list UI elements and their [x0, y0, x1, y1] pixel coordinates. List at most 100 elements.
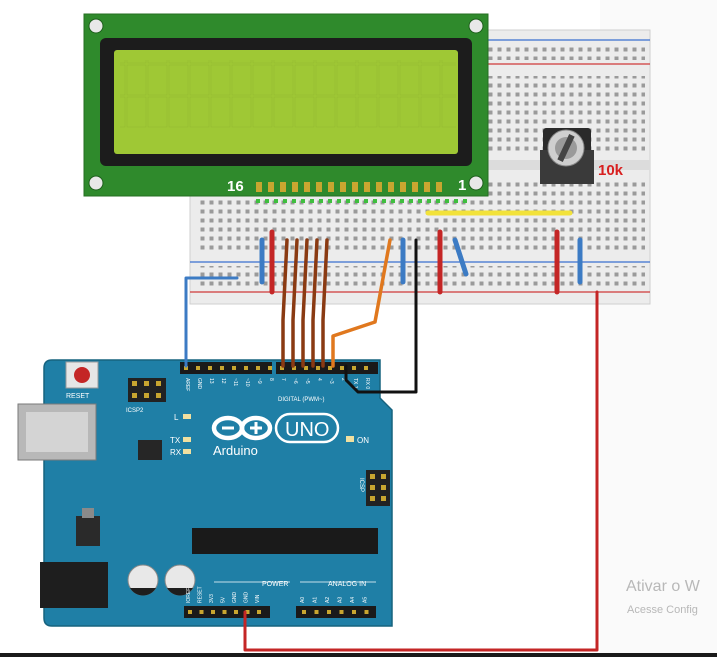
reset-label: RESET: [66, 393, 90, 400]
power-header: [184, 606, 270, 618]
header-pin: [304, 366, 308, 370]
lcd-pin-1-label: 1: [458, 177, 466, 194]
header-pin: [302, 610, 306, 614]
header-pin: [280, 366, 284, 370]
header-pin: [340, 366, 344, 370]
digital-header-left: [180, 362, 272, 374]
wire-brown-2: [291, 238, 299, 368]
pin-label: IOREF: [186, 588, 192, 603]
led-tx-label: TX: [170, 436, 181, 445]
lcd-pin-header: [256, 182, 442, 192]
wire-brown-1: [281, 238, 289, 368]
header-pin: [364, 610, 369, 614]
header-pin: [232, 366, 236, 370]
digital-pwm-label: DIGITAL (PWM~): [278, 397, 325, 403]
potentiometer-value-label: 10k: [598, 162, 624, 179]
header-pin: [268, 366, 272, 370]
breadboard-highlight-holes: [256, 199, 467, 203]
header-pin: [257, 610, 261, 614]
pin-label: ~11: [232, 378, 238, 386]
bottom-border: [0, 653, 717, 657]
wire-brown-4: [311, 238, 319, 368]
header-pin: [352, 366, 356, 370]
header-pin: [314, 610, 319, 614]
lcd-module: 16 1: [83, 13, 489, 197]
header-pin: [184, 366, 188, 370]
wire-blue-gnd: [184, 276, 239, 368]
header-pin: [316, 366, 320, 370]
header-pin: [245, 610, 250, 614]
pin-label: A2: [325, 597, 331, 603]
header-pin: [352, 610, 356, 614]
header-pin: [234, 610, 238, 614]
header-pin: [208, 366, 212, 370]
pin-label: RESET: [198, 586, 204, 603]
breadboard-jumpers: [259, 210, 583, 295]
led-on-label: ON: [357, 436, 369, 445]
icsp2-label: ICSP2: [126, 408, 144, 414]
analog-header: [296, 606, 376, 618]
pin-label: ~6: [292, 378, 298, 384]
icsp-label: ICSP: [358, 478, 364, 492]
pin-label: 2: [340, 378, 346, 381]
pin-label: 13: [208, 378, 214, 384]
header-pin: [188, 610, 192, 614]
blue-jumper-3: [452, 237, 469, 277]
header-pin: [327, 610, 331, 614]
header-pin: [339, 610, 344, 614]
arduino-infinity-logo: [211, 415, 273, 441]
pin-label: 8: [268, 378, 274, 381]
wire-red-5v: [243, 290, 599, 652]
header-pin: [199, 610, 204, 614]
header-pin: [256, 366, 260, 370]
arduino-uno-board: RESET ICSP2 L TX RX ON UNO Arduino: [17, 359, 393, 627]
pin-label: ~9: [256, 378, 262, 384]
dc-power-jack: [40, 562, 108, 608]
pin-label: A5: [363, 597, 369, 603]
wires: [184, 238, 599, 652]
pin-label: ~3: [328, 378, 334, 384]
pin-label: A1: [313, 597, 319, 603]
uno-logo-text: UNO: [285, 419, 329, 441]
watermark-line-1: Ativar o W: [626, 578, 700, 595]
pin-label: AREF: [184, 378, 190, 391]
usb-chip: [138, 440, 162, 460]
microcontroller-chip: [192, 528, 378, 554]
pin-label: A0: [300, 597, 306, 603]
pin-label: GND: [244, 592, 250, 604]
pin-label: 4: [316, 378, 322, 381]
pin-label: A4: [350, 597, 356, 603]
arduino-brand-text: Arduino: [213, 443, 258, 458]
pin-label: GND: [232, 592, 238, 604]
power-label: POWER: [262, 581, 288, 588]
pin-label: ~10: [244, 378, 250, 387]
header-pin: [364, 366, 368, 370]
led-rx-label: RX: [170, 448, 182, 457]
wire-brown-5: [321, 238, 329, 368]
potentiometer: 10k: [540, 128, 624, 184]
wire-black: [344, 238, 418, 394]
pin-label: 3V3: [209, 594, 215, 603]
pin-label: A3: [338, 597, 344, 603]
pin-label: ~5: [304, 378, 310, 384]
pin-label: 5V: [221, 596, 227, 603]
analog-in-label: ANALOG IN: [328, 581, 366, 588]
header-pin: [328, 366, 332, 370]
pin-label: 12: [220, 378, 226, 384]
lcd-pin-16-label: 16: [227, 178, 244, 195]
header-pin: [211, 610, 215, 614]
header-pin: [220, 366, 224, 370]
pin-label: TX 1: [352, 378, 358, 389]
pin-label: VIN: [255, 594, 261, 603]
header-pin: [292, 366, 296, 370]
header-pin: [244, 366, 248, 370]
wire-brown-3: [301, 238, 309, 368]
analog-pin-labels: A0 A1 A2 A3 A4 A5: [300, 597, 369, 614]
pin-label: GND: [196, 378, 202, 390]
wire-orange: [331, 238, 392, 368]
header-pin: [222, 610, 227, 614]
pin-label: RX 0: [364, 378, 370, 389]
watermark-line-2: Acesse Config: [627, 604, 698, 616]
